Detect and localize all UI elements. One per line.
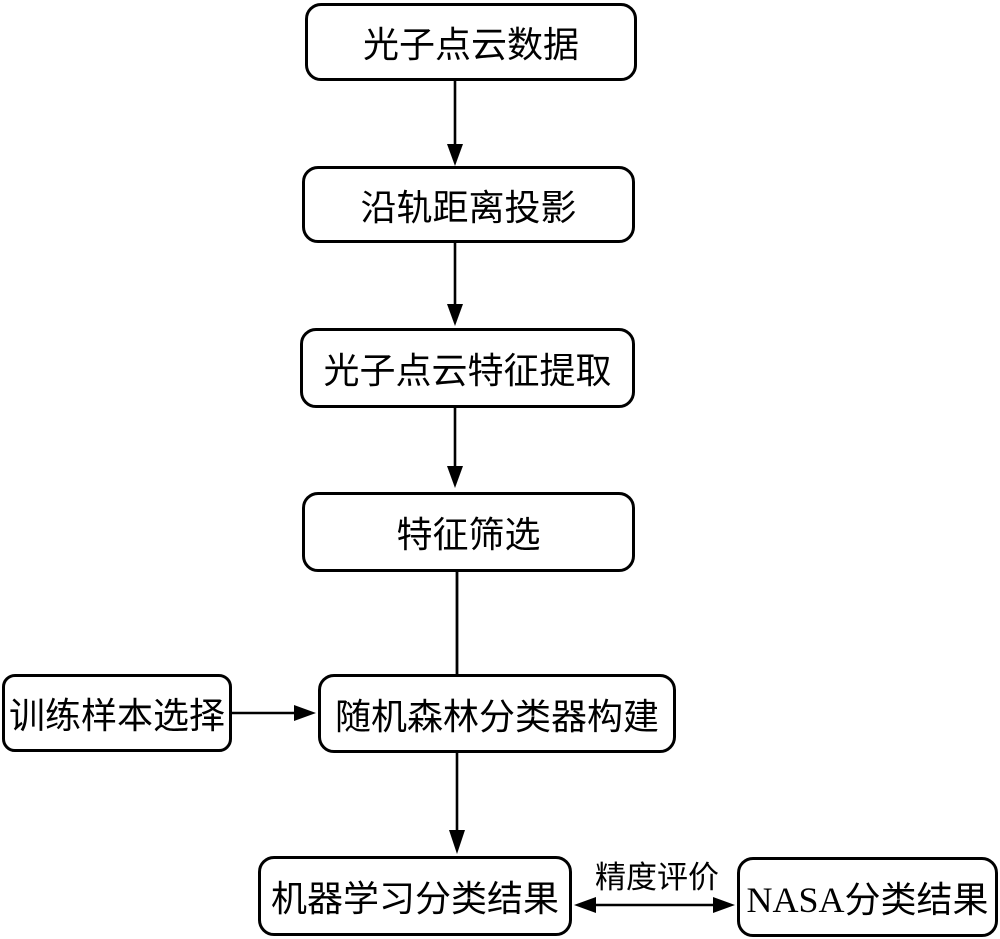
node-random-forest-classifier-construction: 随机森林分类器构建 xyxy=(318,674,676,753)
node-photon-point-cloud-data: 光子点云数据 xyxy=(305,3,637,81)
node-photon-point-cloud-feature-extraction: 光子点云特征提取 xyxy=(300,328,635,408)
arrow-right-connector xyxy=(232,705,316,721)
double-arrow-connector xyxy=(574,897,735,913)
edge-label-accuracy-evaluation: 精度评价 xyxy=(595,860,719,895)
arrow-down-connector-2 xyxy=(447,243,463,326)
node-machine-learning-classification-result: 机器学习分类结果 xyxy=(258,856,572,936)
node-nasa-classification-result: NASA分类结果 xyxy=(737,857,998,937)
arrow-down-connector-4 xyxy=(449,753,465,854)
node-along-track-distance-projection: 沿轨距离投影 xyxy=(302,166,635,243)
node-feature-selection: 特征筛选 xyxy=(302,492,635,572)
arrow-down-connector-1 xyxy=(447,81,463,166)
arrow-down-connector-3 xyxy=(447,408,463,488)
node-training-sample-selection: 训练样本选择 xyxy=(2,674,232,752)
